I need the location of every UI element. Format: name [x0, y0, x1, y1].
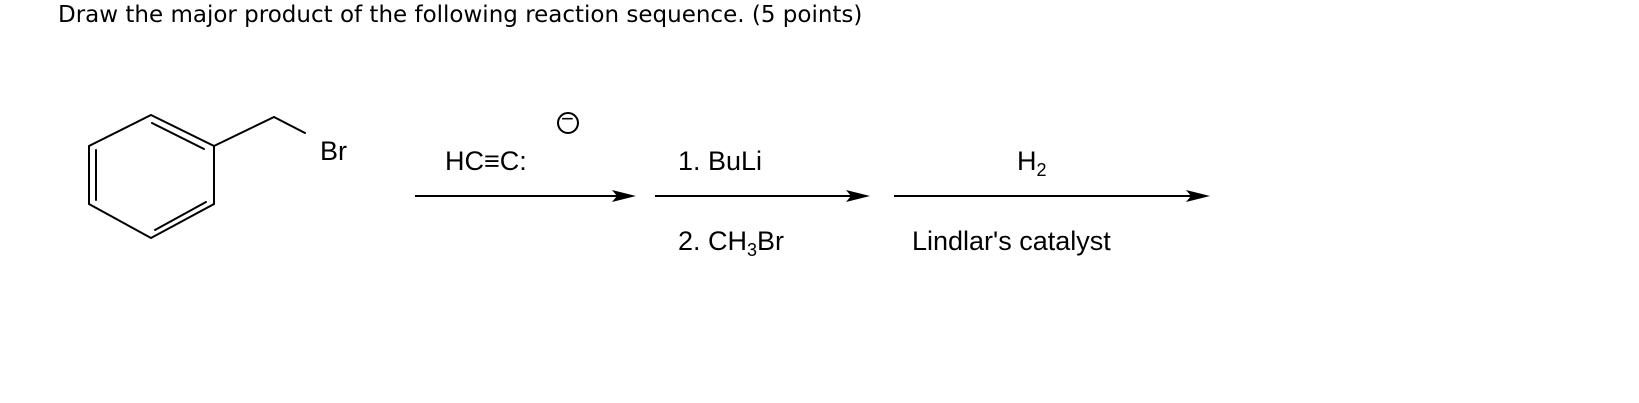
- acetylide-reagent: HC≡C:: [445, 146, 527, 176]
- step2-line2-suffix: Br: [757, 226, 785, 256]
- step2-line2-subscript: 3: [747, 240, 758, 260]
- step2-reagent-line1: 1. BuLi: [678, 146, 763, 176]
- step2-line2-prefix: 2. CH: [678, 226, 748, 256]
- benzene-ring: [88, 113, 215, 240]
- step3-reagent-above: H2: [1017, 146, 1047, 180]
- arrow-2-head: [846, 190, 870, 202]
- negative-charge-symbol: −: [561, 106, 574, 131]
- step3-above-subscript: 2: [1036, 160, 1047, 180]
- step3-reagent-below: Lindlar's catalyst: [912, 226, 1111, 256]
- bromine-label: Br: [320, 136, 347, 166]
- negative-charge-circle: [557, 112, 579, 134]
- ch2-bond: [213, 116, 275, 147]
- step2-reagent-line2: 2. CH3Br: [678, 226, 785, 260]
- reaction-arrows: [415, 190, 1210, 202]
- c-br-bond: [273, 116, 306, 134]
- ring-double-bond: [151, 122, 205, 150]
- ring-double-bond: [154, 201, 207, 231]
- arrow-1-head: [612, 190, 636, 202]
- arrow-3-head: [1186, 190, 1210, 202]
- question-text: Draw the major product of the following …: [58, 2, 863, 28]
- benzyl-bromide-structure: [88, 113, 306, 240]
- step3-above-main: H: [1017, 146, 1037, 176]
